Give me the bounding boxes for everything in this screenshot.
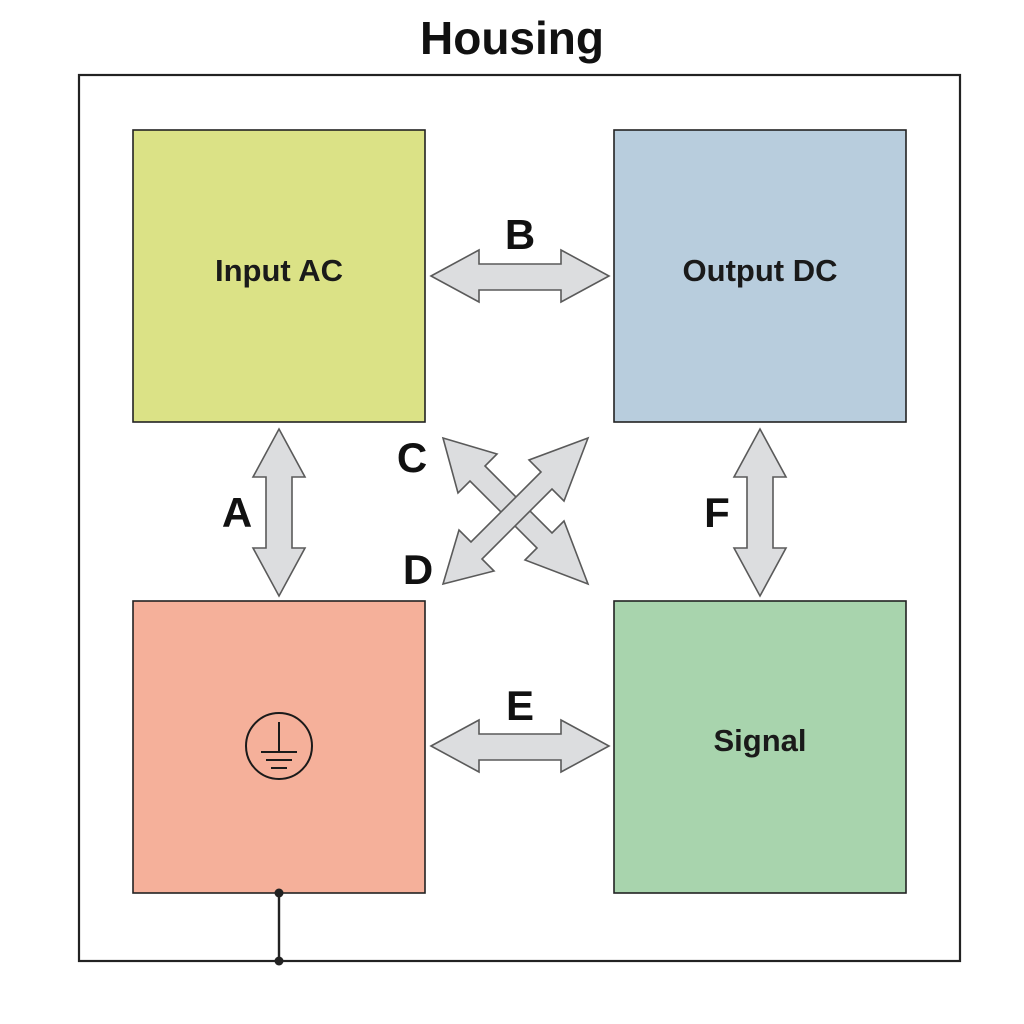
- ground-wire-junction-top: [274, 888, 284, 898]
- block-input-ac-rect: [132, 129, 426, 423]
- ground-wire-junction-bottom: [274, 956, 284, 966]
- block-output-dc: Output DC: [613, 129, 907, 423]
- protective-earth-icon: [245, 712, 313, 780]
- diagram-title: Housing: [420, 12, 604, 64]
- ground-wire: [274, 888, 284, 966]
- arrow-a: [251, 427, 307, 598]
- arrow-e: [429, 718, 611, 774]
- connection-label-b: B: [505, 211, 535, 258]
- connection-label-d: D: [403, 546, 433, 593]
- block-signal-rect: [613, 600, 907, 894]
- block-input-ac-label: Input AC: [215, 253, 343, 288]
- block-ground: [132, 600, 426, 894]
- arrow-b: [429, 248, 611, 304]
- connection-label-f: F: [704, 489, 730, 536]
- connection-label-a: A: [222, 489, 252, 536]
- connection-label-c: C: [397, 434, 427, 481]
- block-signal: Signal: [613, 600, 907, 894]
- block-input-ac: Input AC: [132, 129, 426, 423]
- block-output-dc-rect: [613, 129, 907, 423]
- arrow-f: [732, 427, 788, 598]
- connection-label-e: E: [506, 682, 534, 729]
- block-signal-label: Signal: [713, 723, 806, 758]
- arrow-d: [441, 436, 590, 586]
- block-output-dc-label: Output DC: [683, 253, 838, 288]
- housing-frame: [77, 73, 962, 963]
